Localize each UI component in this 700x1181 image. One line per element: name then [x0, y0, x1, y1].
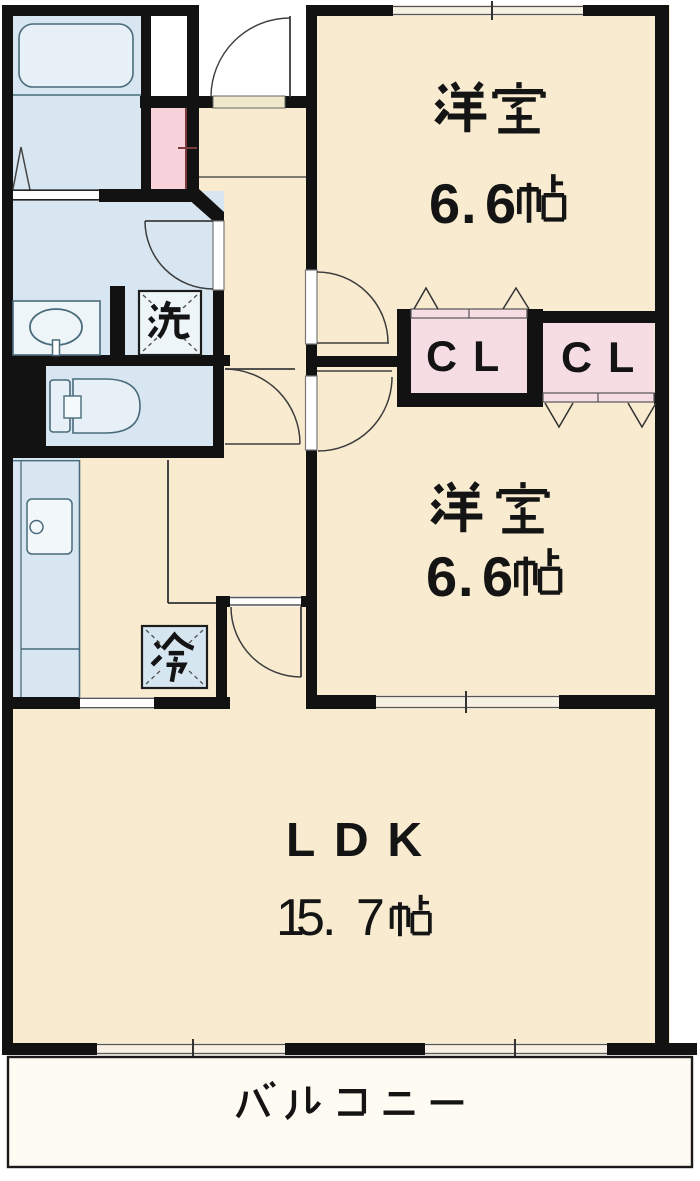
- svg-text:6: 6: [429, 172, 460, 235]
- svg-text:7: 7: [356, 889, 385, 947]
- svg-text:CL: CL: [561, 334, 650, 382]
- svg-text:.: .: [458, 545, 474, 608]
- svg-text:.: .: [322, 889, 336, 947]
- svg-text:LDK: LDK: [286, 814, 441, 867]
- svg-text:1: 1: [276, 889, 305, 947]
- svg-text:6: 6: [482, 545, 513, 608]
- svg-text:.: .: [461, 172, 477, 235]
- svg-text:5: 5: [296, 889, 325, 947]
- svg-text:CL: CL: [426, 333, 515, 381]
- svg-text:6: 6: [426, 545, 457, 608]
- svg-text:6: 6: [485, 172, 516, 235]
